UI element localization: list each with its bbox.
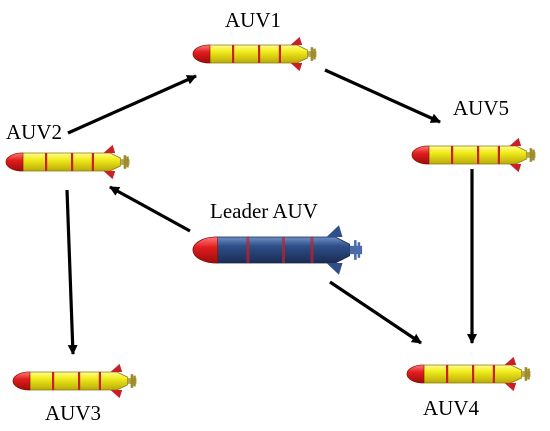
propeller-shroud	[532, 149, 535, 161]
edges-layer	[65, 68, 477, 355]
arrow-auv2-to-auv3	[65, 189, 78, 355]
propeller	[524, 367, 528, 381]
label-auv5: AUV5	[453, 96, 509, 120]
label-auv3: AUV3	[45, 401, 101, 425]
hull-band	[497, 146, 500, 164]
hull-band	[446, 365, 449, 383]
hull-band	[246, 237, 250, 263]
nose-cap	[192, 44, 211, 64]
hull-band	[278, 45, 281, 63]
arrow-auv1-to-auv5	[324, 68, 441, 124]
bottom-fin	[103, 171, 116, 180]
arrow-leader-to-auv4	[329, 280, 422, 345]
auv3-vehicle-icon	[12, 363, 137, 399]
hull-band	[52, 372, 55, 390]
hull-band	[472, 365, 475, 383]
nose-cap	[406, 364, 425, 384]
nose-cap	[192, 236, 218, 264]
auv2-vehicle-icon	[5, 144, 130, 180]
hull-band	[451, 146, 454, 164]
auv4-vehicle-icon	[406, 356, 531, 392]
propeller	[354, 240, 357, 260]
bottom-fin	[509, 164, 522, 173]
top-fin	[509, 137, 522, 146]
label-leader: Leader AUV	[210, 199, 318, 223]
top-fin	[326, 225, 343, 237]
arrow-auv2-to-auv1	[67, 74, 197, 135]
bottom-fin	[110, 390, 123, 399]
hull-band	[282, 237, 285, 263]
top-fin	[290, 36, 303, 45]
leader-vehicle-icon	[192, 225, 363, 275]
hull-band	[232, 45, 235, 63]
nose-cap	[12, 371, 31, 391]
propeller	[529, 148, 533, 162]
nose-cap	[411, 145, 430, 165]
propeller	[130, 374, 134, 388]
bottom-fin	[290, 63, 303, 72]
hull-band	[258, 45, 261, 63]
propeller	[123, 155, 127, 169]
nose-cap	[5, 152, 24, 172]
top-fin	[103, 144, 116, 153]
label-auv1: AUV1	[225, 8, 281, 32]
arrow-leader-to-auv2	[109, 185, 191, 233]
propeller-shroud	[126, 156, 129, 168]
hull-band	[45, 153, 48, 171]
hull-band	[477, 146, 480, 164]
auv1-vehicle-icon	[192, 36, 317, 72]
hull-band	[78, 372, 81, 390]
label-auv4: AUV4	[423, 396, 479, 420]
top-fin	[110, 363, 123, 372]
propeller-shroud	[357, 242, 361, 258]
propeller-shroud	[133, 375, 136, 387]
hull-band	[310, 237, 314, 263]
top-fin	[504, 356, 517, 365]
bottom-fin	[326, 263, 343, 275]
hull-band	[492, 365, 495, 383]
nodes-layer	[5, 36, 536, 399]
bottom-fin	[504, 383, 517, 392]
hull-band	[91, 153, 94, 171]
propeller-shroud	[313, 48, 316, 60]
hull-band	[71, 153, 74, 171]
label-auv2: AUV2	[6, 120, 62, 144]
propeller-shroud	[527, 368, 530, 380]
hull-band	[98, 372, 101, 390]
propeller	[310, 47, 314, 61]
auv5-vehicle-icon	[411, 137, 536, 173]
